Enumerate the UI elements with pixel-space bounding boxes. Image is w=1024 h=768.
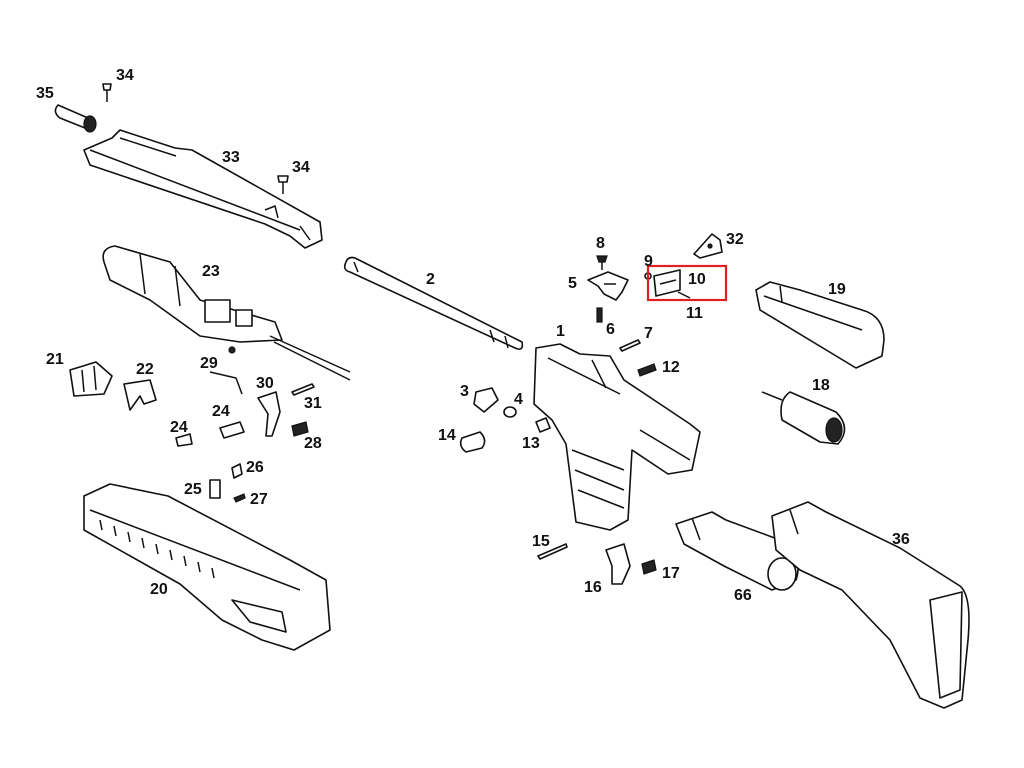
- label-24-lower: 24: [170, 419, 188, 436]
- highlight-box-part-10: [646, 264, 728, 302]
- part-27-pin: [233, 493, 246, 503]
- label-21: 21: [46, 351, 64, 368]
- label-28: 28: [304, 435, 322, 452]
- label-66: 66: [734, 587, 752, 604]
- part-29-link: [209, 371, 243, 395]
- label-19: 19: [828, 281, 846, 298]
- label-11: 11: [686, 305, 703, 322]
- part-1-receiver-grip: [533, 343, 701, 531]
- part-21-cap: [69, 361, 113, 397]
- label-31: 31: [304, 395, 322, 412]
- part-7-pin: [619, 339, 641, 352]
- part-2-barrel: [343, 256, 524, 350]
- part-13-bushing: [535, 417, 551, 433]
- part-4-nut: [503, 406, 517, 418]
- label-24-upper: 24: [212, 403, 230, 420]
- part-34-screw-top: [102, 83, 112, 102]
- part-22-bracket: [123, 379, 157, 411]
- label-34-top: 34: [116, 67, 134, 84]
- part-12-screw: [637, 363, 657, 377]
- part-10-plate: [653, 269, 681, 297]
- label-13: 13: [522, 435, 540, 452]
- part-6-pin: [596, 307, 603, 323]
- part-15-pin: [537, 543, 568, 560]
- part-3-block: [473, 387, 499, 413]
- label-34-mid: 34: [292, 159, 310, 176]
- part-16-trigger: [605, 543, 631, 585]
- part-19-handguard: [755, 281, 885, 369]
- label-14: 14: [438, 427, 456, 444]
- part-14-cylinder: [459, 431, 486, 453]
- label-23: 23: [202, 263, 220, 280]
- part-20-lower-frame: [83, 483, 331, 651]
- part-24-small-part-right: [219, 421, 245, 439]
- part-labels: 35 34 33 34 23 2 8 32 9 10 5 11 19 6 7 1…: [36, 67, 910, 604]
- part-11-spring: [677, 291, 691, 299]
- label-20: 20: [150, 581, 168, 598]
- label-36: 36: [892, 531, 910, 548]
- label-16: 16: [584, 579, 602, 596]
- label-8: 8: [596, 235, 605, 252]
- part-8-screw: [596, 255, 608, 270]
- part-31-pin: [291, 383, 315, 396]
- label-12: 12: [662, 359, 680, 376]
- part-24-small-part-left: [175, 433, 193, 447]
- label-30: 30: [256, 375, 274, 392]
- label-17: 17: [662, 565, 680, 582]
- part-36-stock: [771, 501, 970, 709]
- label-27: 27: [250, 491, 268, 508]
- label-32: 32: [726, 231, 744, 248]
- label-5: 5: [568, 275, 577, 292]
- part-34-screw-mid: [277, 175, 289, 194]
- label-6: 6: [606, 321, 615, 338]
- part-30-lever: [257, 391, 281, 437]
- part-35-end-cap: [54, 104, 97, 133]
- label-2: 2: [426, 271, 435, 288]
- part-5-rear-sight: [587, 271, 629, 301]
- label-26: 26: [246, 459, 264, 476]
- label-35: 35: [36, 85, 54, 102]
- label-10: 10: [688, 271, 706, 288]
- part-32-plate: [693, 233, 723, 259]
- label-33: 33: [222, 149, 240, 166]
- label-29: 29: [200, 355, 218, 372]
- label-15: 15: [532, 533, 550, 550]
- part-23-mechanism-assembly: [102, 245, 351, 381]
- part-28-spring: [291, 421, 309, 437]
- label-9: 9: [644, 253, 653, 270]
- label-1: 1: [556, 323, 565, 340]
- label-4: 4: [514, 391, 523, 408]
- label-3: 3: [460, 383, 469, 400]
- part-33-upper-rail: [83, 129, 323, 249]
- label-18: 18: [812, 377, 830, 394]
- part-17-spring: [641, 559, 657, 575]
- part-26-part: [231, 463, 243, 479]
- part-18-cylinder: [761, 391, 846, 445]
- label-22: 22: [136, 361, 154, 378]
- label-25: 25: [184, 481, 202, 498]
- label-7: 7: [644, 325, 653, 342]
- part-25-part: [209, 479, 221, 499]
